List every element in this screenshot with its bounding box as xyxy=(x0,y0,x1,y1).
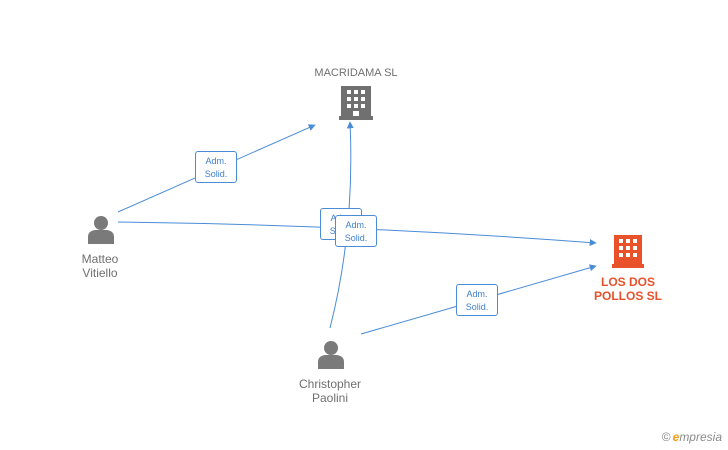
company-name: MACRIDAMA SL xyxy=(314,67,398,79)
person-label-christopher[interactable]: Christopher Paolini xyxy=(280,377,380,405)
brand-logo: ©empresia xyxy=(662,430,722,444)
person-name-line2: Vitiello xyxy=(82,266,118,280)
person-name-line1: Christopher xyxy=(298,377,362,391)
company-name-line1: LOS DOS xyxy=(600,275,655,289)
person-label-matteo[interactable]: Matteo Vitiello xyxy=(60,252,140,280)
badge-role-line1: Adm. xyxy=(466,289,488,299)
person-icon[interactable] xyxy=(318,341,344,369)
badge-role-line1: Adm. xyxy=(205,156,227,166)
edge-badge-matteo-macridama[interactable]: Adm. Solid. xyxy=(195,151,237,183)
person-icon[interactable] xyxy=(88,216,114,244)
building-icon-focus[interactable] xyxy=(612,235,644,268)
building-icon[interactable] xyxy=(339,86,373,120)
person-name-line2: Paolini xyxy=(311,391,349,405)
brand-e: e xyxy=(672,430,680,444)
badge-role-line2: Solid. xyxy=(344,233,368,243)
badge-role-line2: Solid. xyxy=(204,169,228,179)
edge-badge-christopher-los-dos-pollos[interactable]: Adm. Solid. xyxy=(456,284,498,316)
edge-badge-christopher-macridama[interactable]: Adm. Solid. xyxy=(335,215,377,247)
badge-role-line1: Adm. xyxy=(345,220,367,230)
brand-name: mpresia xyxy=(679,430,722,444)
company-label-macridama[interactable]: MACRIDAMA SL xyxy=(296,66,416,80)
company-label-los-dos-pollos[interactable]: LOS DOS POLLOS SL xyxy=(578,275,678,303)
person-name-line1: Matteo xyxy=(81,252,119,266)
copyright-symbol: © xyxy=(661,430,671,444)
company-name-line2: POLLOS SL xyxy=(593,289,662,303)
badge-role-line2: Solid. xyxy=(465,302,489,312)
